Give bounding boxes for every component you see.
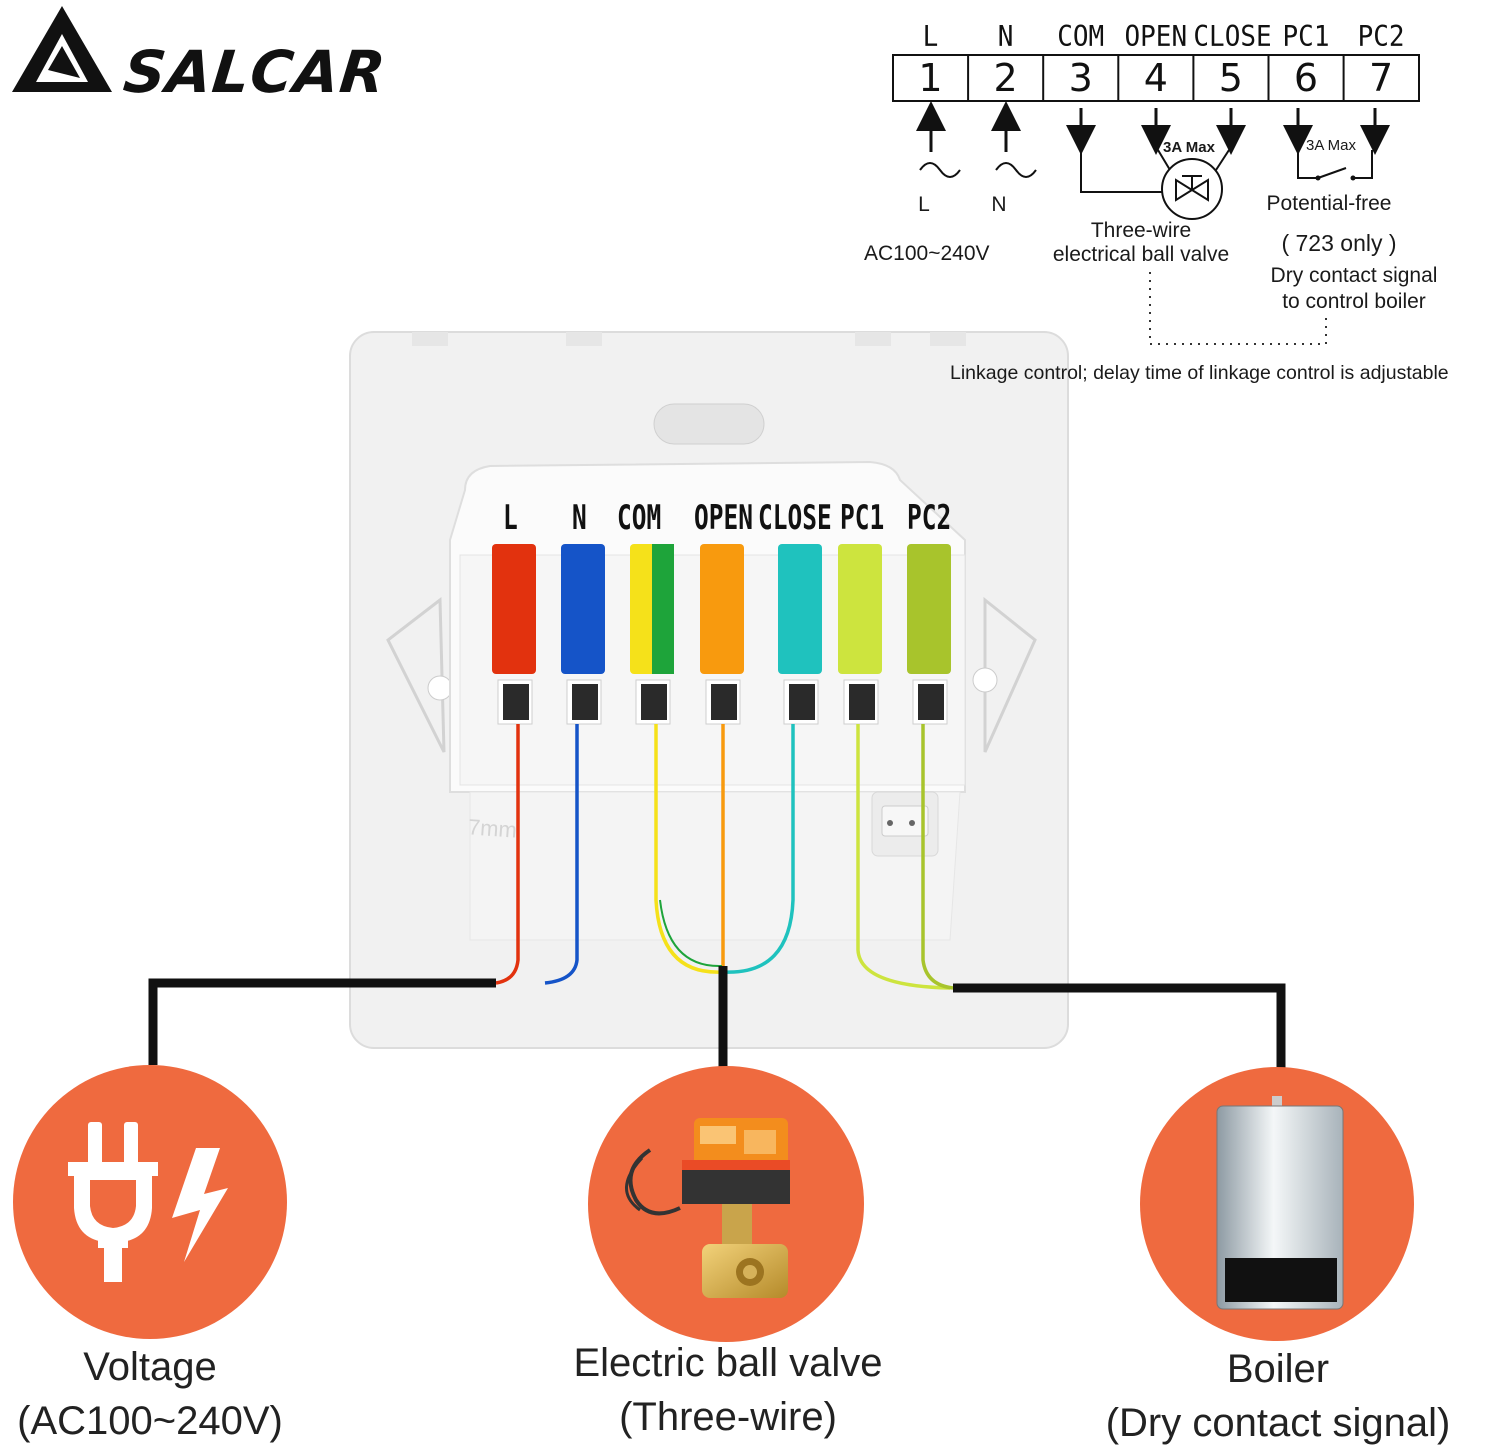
- com-stripe: [652, 544, 674, 674]
- wire-5: [723, 724, 795, 974]
- connection-leads: [148, 966, 1286, 1068]
- terminal-header-3: COM: [1057, 20, 1105, 54]
- terminal-tab-6: [838, 544, 882, 674]
- terminal-hole-3: [641, 684, 667, 720]
- device-label-4: OPEN: [694, 498, 753, 538]
- valve-caption-line1: Electric ball valve: [573, 1341, 883, 1385]
- valve-desc-line2: electrical ball valve: [1052, 243, 1230, 266]
- brand-name: SALCAR: [120, 38, 390, 106]
- device-label-7: PC2: [907, 498, 952, 538]
- terminal-number-3: 3: [1068, 56, 1093, 100]
- relay-line2: ( 723 only ): [1281, 230, 1397, 256]
- terminal-number-2: 2: [993, 56, 1018, 100]
- motor-valve-symbol-icon: [1161, 158, 1223, 220]
- terminal-number-5: 5: [1218, 56, 1243, 100]
- device-label-6: PC1: [840, 498, 885, 538]
- terminal-tab-7: [907, 544, 951, 674]
- terminal-header-4: OPEN: [1124, 20, 1188, 54]
- n-symbol-label: N: [991, 193, 1007, 216]
- terminal-number-4: 4: [1143, 56, 1168, 100]
- wire-1: [495, 724, 520, 985]
- terminal-tab-2: [561, 544, 605, 674]
- terminal-tab-4: [700, 544, 744, 674]
- terminal-header-6: PC1: [1282, 20, 1330, 54]
- terminal-header-2: N: [997, 20, 1014, 54]
- ball-valve-icon: [625, 1118, 790, 1298]
- terminal-number-1: 1: [918, 56, 943, 100]
- l-symbol-label: L: [918, 193, 930, 216]
- terminal-tab-1: [492, 544, 536, 674]
- terminal-header-1: L: [922, 20, 939, 54]
- terminal-header-5: CLOSE: [1193, 20, 1272, 54]
- wire-6: [856, 724, 951, 990]
- relay-max-label: 3A Max: [1306, 137, 1357, 154]
- wire-3: [654, 724, 723, 974]
- valve-desc-line1: Three-wire: [1090, 219, 1192, 242]
- voltage-caption-line2: (AC100~240V): [17, 1399, 283, 1443]
- embossed-mark: 7mm: [467, 814, 518, 843]
- device-label-5: CLOSE: [758, 498, 832, 538]
- boiler-icon: [1216, 1096, 1344, 1310]
- triangle-logo-icon: [12, 6, 112, 92]
- device-label-2: N: [572, 498, 587, 538]
- boiler-caption: Boiler (Dry contact signal): [1088, 1342, 1468, 1450]
- wire-com-stripe: [659, 899, 723, 968]
- thermostat-backplate: [349, 331, 1069, 1049]
- terminal-hole-7: [918, 684, 944, 720]
- linkage-note: Linkage control; delay time of linkage c…: [950, 362, 1449, 384]
- boiler-caption-line1: Boiler: [1226, 1347, 1330, 1391]
- valve-caption-line2: (Three-wire): [619, 1395, 837, 1439]
- device-label-3: COM: [617, 498, 662, 538]
- terminal-header-7: PC2: [1357, 20, 1405, 54]
- terminal-hole-4: [711, 684, 737, 720]
- wire-7: [921, 724, 954, 990]
- terminal-hole-6: [849, 684, 875, 720]
- terminal-schematic: [892, 54, 1420, 345]
- relay-line1: Potential-free: [1266, 192, 1392, 215]
- device-label-1: L: [503, 498, 518, 538]
- terminal-number-6: 6: [1293, 56, 1319, 100]
- plug-lightning-icon: [68, 1122, 228, 1282]
- valve-max-label: 3A Max: [1163, 139, 1215, 156]
- terminal-tab-5: [778, 544, 822, 674]
- relay-contact-icon: [1297, 150, 1373, 181]
- terminal-hole-1: [503, 684, 529, 720]
- voltage-caption-line1: Voltage: [83, 1345, 217, 1389]
- valve-caption: Electric ball valve (Three-wire): [546, 1336, 910, 1444]
- terminal-number-7: 7: [1369, 56, 1394, 100]
- terminal-hole-5: [789, 684, 815, 720]
- terminal-hole-2: [572, 684, 598, 720]
- relay-line4: to control boiler: [1282, 290, 1426, 313]
- boiler-caption-line2: (Dry contact signal): [1105, 1401, 1451, 1445]
- supply-voltage-label: AC100~240V: [864, 242, 990, 265]
- wire-2: [544, 724, 579, 985]
- relay-line3: Dry contact signal: [1270, 264, 1438, 287]
- voltage-caption: Voltage (AC100~240V): [0, 1340, 300, 1448]
